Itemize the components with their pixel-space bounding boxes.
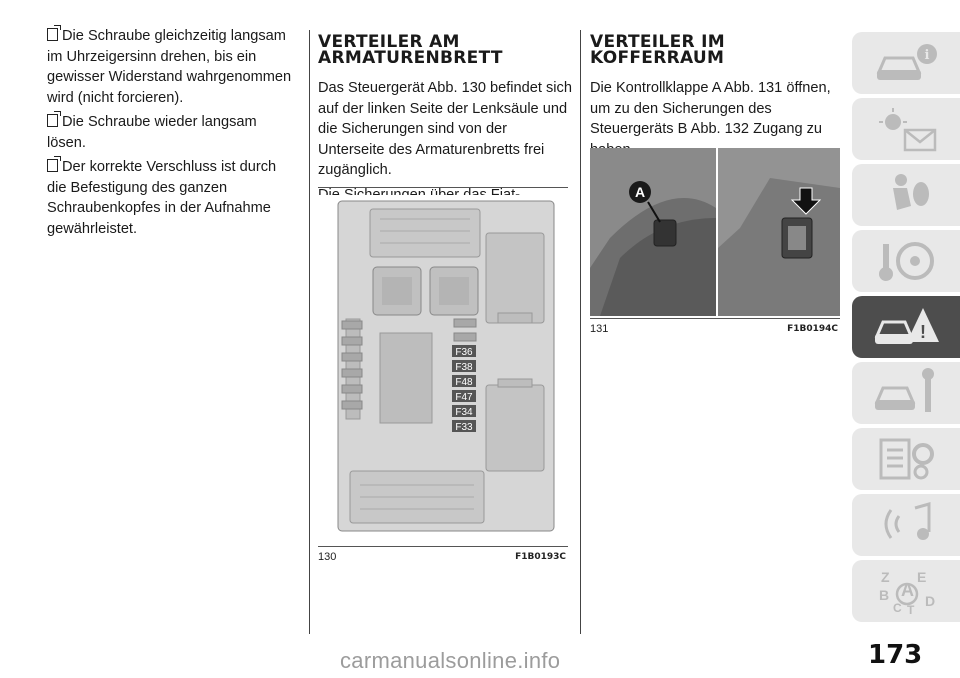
figure-rule <box>318 187 568 188</box>
tab-multimedia[interactable] <box>852 494 960 556</box>
fuse-box-illustration: F36 F38 F48 F47 F34 F33 <box>318 195 568 540</box>
svg-text:C: C <box>893 601 902 615</box>
column-divider <box>309 30 310 634</box>
fuse-label: F33 <box>455 422 473 433</box>
svg-text:D: D <box>925 593 935 609</box>
tab-start-drive[interactable] <box>852 230 960 292</box>
tab-technical-data[interactable] <box>852 428 960 490</box>
figure-code: F1B0194C <box>787 324 838 334</box>
bullet-item: Die Schraube wieder langsam lösen. <box>47 111 297 153</box>
tab-warning-lights[interactable] <box>852 98 960 160</box>
car-maintenance-icon <box>874 368 934 412</box>
warning-light-icon <box>879 108 937 152</box>
bullet-icon <box>47 156 61 172</box>
marker-circle <box>629 181 651 203</box>
svg-text:B: B <box>879 587 889 603</box>
tab-car-info[interactable]: i <box>852 32 960 94</box>
paragraph: Die Schraube gleichzeitig langsam im Uhr… <box>47 28 292 106</box>
paragraph: Der korrekte Verschluss ist durch die Be… <box>47 159 277 237</box>
figure-trunk-compartment: A <box>590 148 840 316</box>
paragraph: Das Steuergerät Abb. 130 befindet sich a… <box>318 80 572 178</box>
bullet-item: Der korrekte Verschluss ist durch die Be… <box>47 156 297 239</box>
svg-text:!: ! <box>920 322 926 342</box>
watermark: carmanualsonline.info <box>340 648 561 673</box>
svg-text:Z: Z <box>881 569 890 585</box>
fuse-label: F34 <box>455 407 473 418</box>
marker-label: A <box>635 184 645 200</box>
bullet-icon <box>47 111 61 127</box>
seat-airbag-icon <box>893 174 929 210</box>
tab-emergency[interactable]: ! <box>852 296 960 358</box>
page-number: 173 <box>868 640 923 670</box>
paragraph: Die Schraube wieder langsam lösen. <box>47 114 257 151</box>
figure-caption: 130 F1B0193C <box>318 551 568 563</box>
figure-number: 131 <box>590 323 609 335</box>
tab-maintenance[interactable] <box>852 362 960 424</box>
fuse-label: F38 <box>455 362 473 373</box>
svg-text:E: E <box>917 569 926 585</box>
column-divider <box>580 30 581 634</box>
section-heading: VERTEILER IM KOFFERRAUM <box>590 32 725 68</box>
text-column-1: Die Schraube gleichzeitig langsam im Uhr… <box>47 25 297 243</box>
bullet-icon <box>47 25 61 41</box>
figure-rule <box>590 318 840 319</box>
figure-code: F1B0193C <box>515 552 566 562</box>
car-info-icon: i <box>876 44 937 80</box>
fuse-label: F36 <box>455 347 473 358</box>
tab-safety[interactable] <box>852 164 960 226</box>
bullet-item: Die Schraube gleichzeitig langsam im Uhr… <box>47 25 297 108</box>
figure-number: 130 <box>318 551 337 563</box>
key-steering-icon <box>879 242 934 281</box>
trunk-illustration: A <box>590 148 840 316</box>
fuse-label-group: F36 F38 F48 F47 F34 F33 <box>452 345 476 433</box>
figure-fuse-box-dashboard: F36 F38 F48 F47 F34 F33 <box>318 195 568 540</box>
fuse-label: F48 <box>455 377 473 388</box>
svg-text:i: i <box>925 48 930 63</box>
emergency-icon: ! <box>874 308 939 344</box>
fuse-label: F47 <box>455 392 473 403</box>
figure-caption: 131 F1B0194C <box>590 323 840 335</box>
svg-text:T: T <box>907 603 915 616</box>
multimedia-icon <box>884 502 931 540</box>
section-heading: VERTEILER AM ARMATURENBRETT <box>318 32 503 68</box>
figure-rule <box>318 546 568 547</box>
specs-gear-icon <box>879 438 934 480</box>
text-column-3: VERTEILER IM KOFFERRAUM Die Kontrollklap… <box>590 26 840 164</box>
